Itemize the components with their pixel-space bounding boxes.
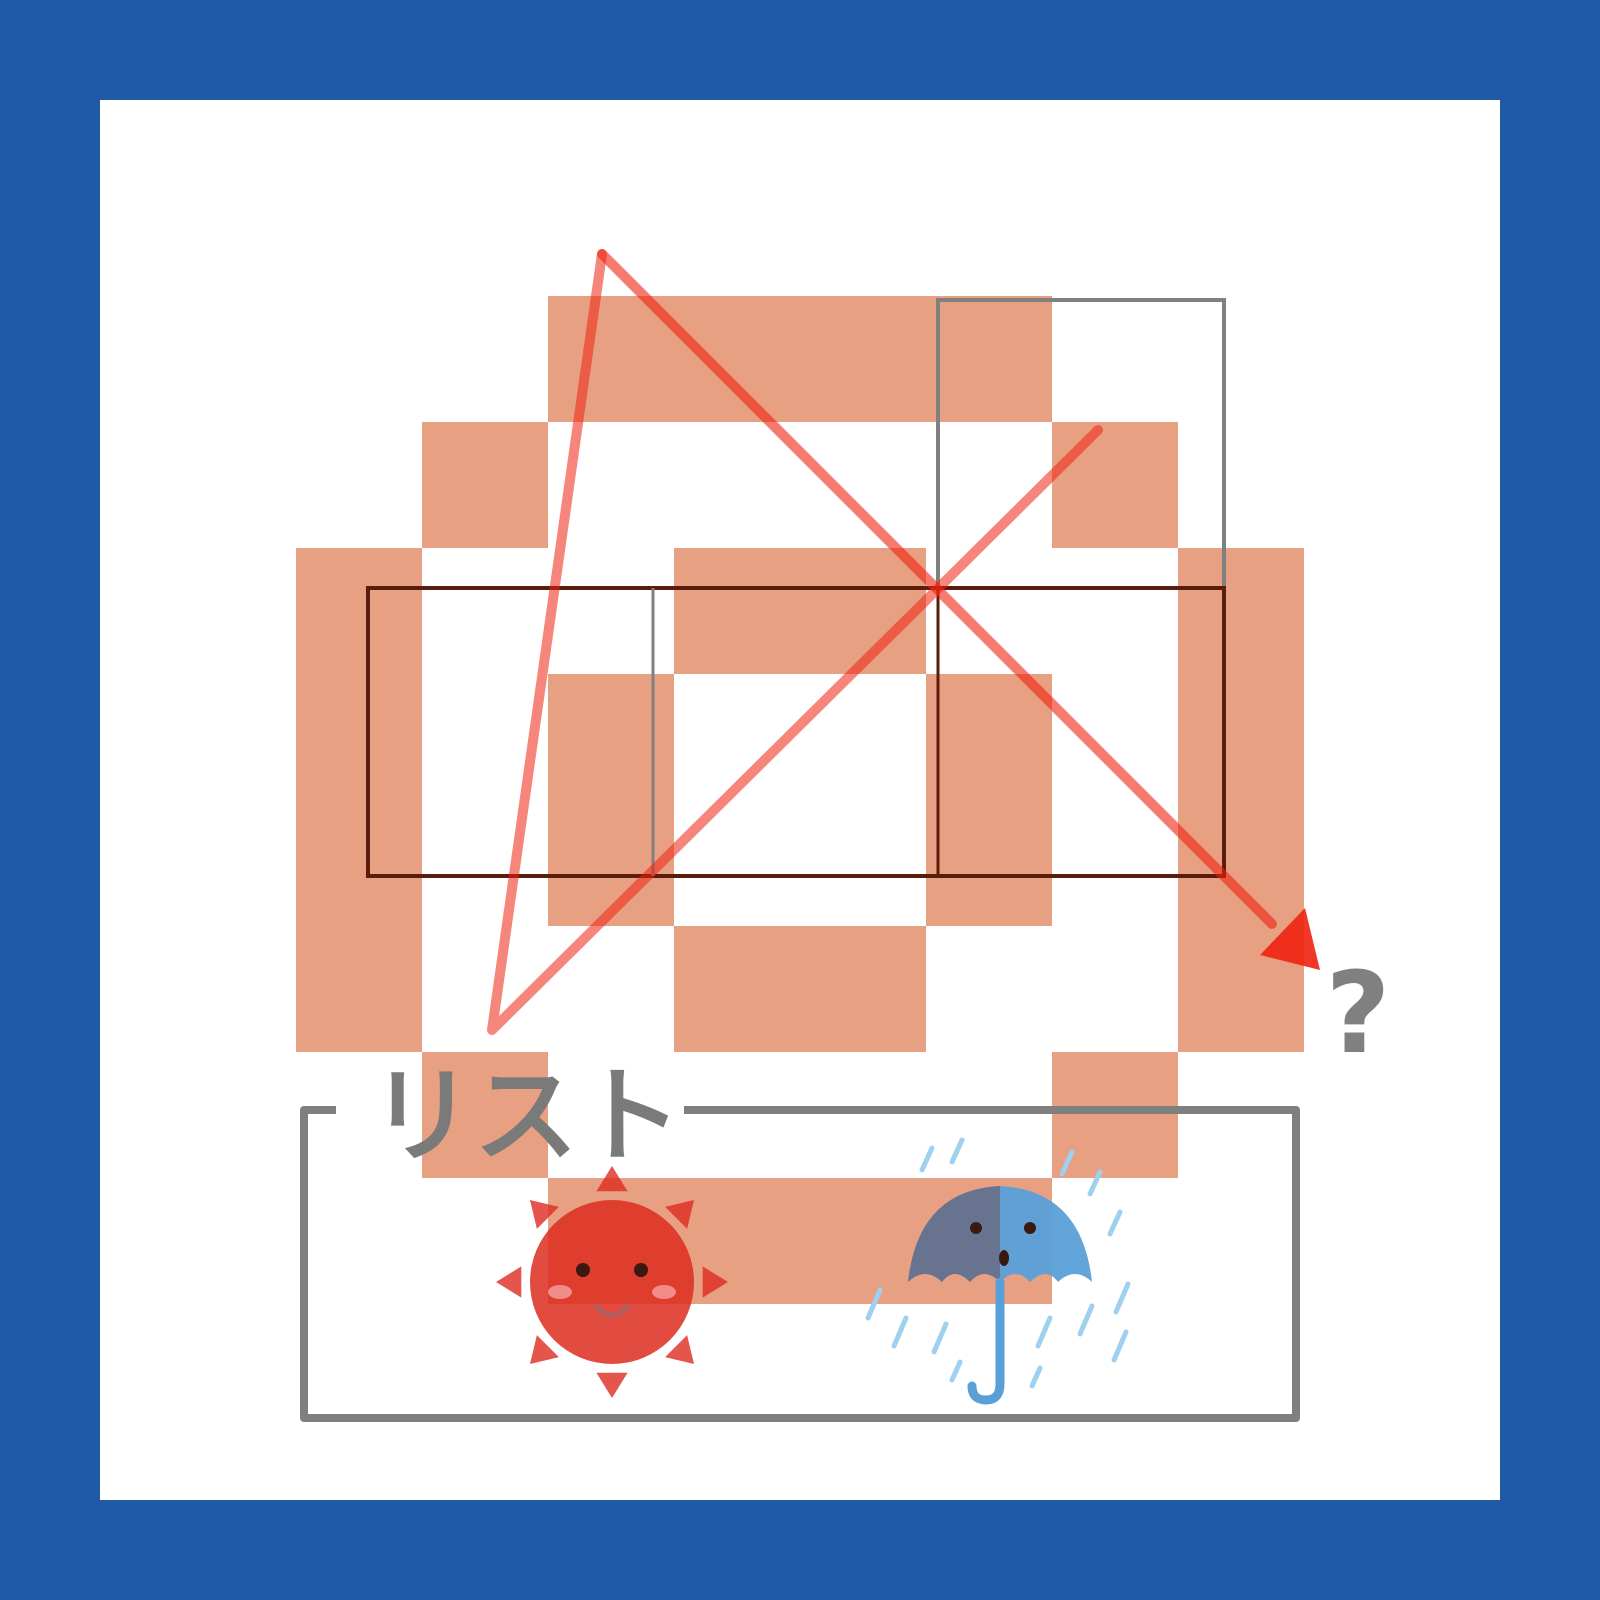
pixel-cell — [800, 1178, 926, 1304]
sun-cheek-right — [652, 1285, 676, 1299]
pixel-cell — [800, 548, 926, 674]
red-stroke-diagonal — [597, 249, 1277, 929]
outline-box-middle — [366, 586, 1226, 878]
rain-drop — [1107, 1209, 1123, 1237]
umbrella-shadow — [908, 1186, 1000, 1282]
rain-drop — [949, 1359, 963, 1383]
pixel-ring — [296, 296, 1304, 1304]
umbrella-eye-right — [1024, 1222, 1036, 1234]
pixel-cell — [296, 800, 422, 926]
pixel-cell — [1052, 1052, 1178, 1178]
pixel-cell — [800, 926, 926, 1052]
rain-drop — [1059, 1149, 1075, 1177]
rain-drop — [1029, 1365, 1043, 1389]
pixel-cell — [926, 674, 1052, 800]
red-strokes — [487, 249, 1320, 1035]
umbrella-handle — [967, 1277, 1005, 1405]
pixel-cell — [800, 296, 926, 422]
question-mark: ? — [1326, 949, 1391, 1079]
sun-cheek-left — [548, 1285, 572, 1299]
rain-drop — [865, 1287, 883, 1321]
pixel-cell — [548, 296, 674, 422]
pixel-cell — [1052, 422, 1178, 548]
umbrella-rain-icon — [865, 1137, 1131, 1405]
rain-drop — [931, 1321, 949, 1355]
sun-ray — [496, 1266, 522, 1298]
sun-ray — [702, 1266, 728, 1298]
pixel-cell — [1178, 800, 1304, 926]
sun-face — [530, 1200, 694, 1364]
rain-drop — [1035, 1315, 1053, 1349]
pixel-cell — [296, 674, 422, 800]
pixel-cell — [422, 422, 548, 548]
rain-drop — [1087, 1169, 1103, 1197]
pixel-cell — [1178, 548, 1304, 674]
sun-icon — [496, 1166, 728, 1398]
red-stroke-triangle-edge — [487, 249, 1103, 1035]
pixel-cell — [674, 1178, 800, 1304]
list-title: リスト — [370, 1055, 682, 1177]
rain-drop — [891, 1315, 909, 1349]
sun-eye-left — [576, 1263, 590, 1277]
list-box-border — [300, 1106, 1300, 1422]
pixel-cell — [1178, 674, 1304, 800]
sun-mouth — [593, 1303, 631, 1318]
sun-ray — [665, 1200, 694, 1229]
sun-ray — [596, 1372, 628, 1398]
pixel-cell — [548, 674, 674, 800]
pixel-cell — [674, 926, 800, 1052]
pixel-cell — [422, 1052, 548, 1178]
rain-drops — [865, 1137, 1131, 1389]
rain-drop — [949, 1137, 965, 1165]
outline-boxes — [366, 298, 1226, 878]
pixel-cell — [674, 296, 800, 422]
umbrella-eye-left — [970, 1222, 982, 1234]
rain-drop — [1111, 1329, 1129, 1363]
rain-drop — [919, 1145, 935, 1173]
rain-drop — [1077, 1303, 1095, 1337]
pixel-cell — [296, 926, 422, 1052]
rain-drop — [1113, 1281, 1131, 1315]
pixel-cell — [674, 548, 800, 674]
sun-eye-right — [634, 1263, 648, 1277]
list-box: リスト — [300, 1055, 1300, 1422]
sun-ray — [596, 1166, 628, 1192]
pixel-cell — [926, 296, 1052, 422]
sun-ray — [530, 1335, 559, 1364]
sun-rays — [496, 1166, 728, 1398]
umbrella-mouth — [999, 1250, 1009, 1266]
sun-ray — [665, 1335, 694, 1364]
arrow-head-icon — [1260, 908, 1320, 970]
pixel-cell — [926, 800, 1052, 926]
sun-ray — [530, 1200, 559, 1229]
pixel-cell — [296, 548, 422, 674]
